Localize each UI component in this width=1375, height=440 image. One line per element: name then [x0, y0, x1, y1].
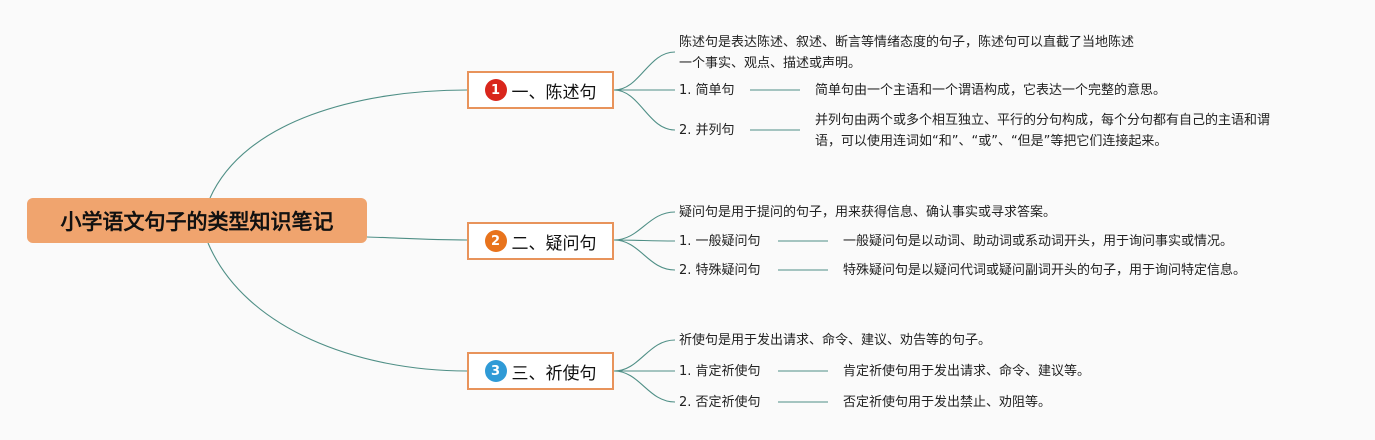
desc-line: 否定祈使句用于发出禁止、劝阻等。 [843, 395, 1052, 410]
item-label-simple[interactable]: 1. 简单句 [679, 83, 735, 98]
desc-line: 一般疑问句是以动词、助动词或系动词开头，用于询问事实或情况。 [843, 234, 1234, 249]
root-to-branch-2-line [366, 236, 468, 241]
item-label-negative-imperative[interactable]: 2. 否定祈使句 [679, 395, 761, 410]
item-desc: 特殊疑问句是以疑问代词或疑问副词开头的句子，用于询问特定信息。 [843, 260, 1246, 281]
branch-title: 二、疑问句 [511, 233, 597, 254]
intro-line: 一个事实、观点、描述或声明。 [679, 56, 862, 71]
branch-title: 三、祈使句 [511, 363, 597, 384]
root-topic[interactable]: 小学语文句子的类型知识笔记 [27, 198, 367, 243]
desc-line: 语，可以使用连词如“和”、“或”、“但是”等把它们连接起来。 [815, 134, 1168, 149]
branch-3-child-1-line [613, 339, 676, 372]
branch-2-child-3-line [613, 239, 676, 271]
item-label-affirmative-imperative[interactable]: 1. 肯定祈使句 [679, 364, 761, 379]
branch-1-child-1-line [613, 51, 676, 91]
number-2-badge-icon: 2 [484, 230, 507, 252]
intro-line: 疑问句是用于提问的句子，用来获得信息、确认事实或寻求答案。 [679, 205, 1057, 220]
branch-title: 一、陈述句 [511, 82, 597, 103]
item-label-general-question[interactable]: 1. 一般疑问句 [679, 234, 761, 249]
intro-line: 陈述句是表达陈述、叙述、断言等情绪态度的句子，陈述句可以直截了当地陈述 [679, 35, 1135, 50]
number-3-badge-icon: 3 [484, 360, 507, 382]
desc-line: 并列句由两个或多个相互独立、平行的分句构成，每个分句都有自己的主语和谓 [815, 113, 1271, 128]
root-to-branch-1-line [209, 89, 468, 199]
root-title: 小学语文句子的类型知识笔记 [60, 209, 334, 234]
item-desc: 一般疑问句是以动词、助动词或系动词开头，用于询问事实或情况。 [843, 231, 1233, 252]
desc-line: 简单句由一个主语和一个谓语构成，它表达一个完整的意思。 [815, 83, 1167, 98]
desc-line: 肯定祈使句用于发出请求、命令、建议等。 [843, 364, 1091, 379]
item-label-special-question[interactable]: 2. 特殊疑问句 [679, 263, 761, 278]
desc-line: 特殊疑问句是以疑问代词或疑问副词开头的句子，用于询问特定信息。 [843, 263, 1247, 278]
branch-1-child-3-line [613, 89, 676, 131]
item-desc: 否定祈使句用于发出禁止、劝阻等。 [843, 392, 1051, 413]
branch-2-child-1-line [613, 211, 676, 241]
branch-intro: 祈使句是用于发出请求、命令、建议、劝告等的句子。 [679, 330, 991, 351]
intro-line: 祈使句是用于发出请求、命令、建议、劝告等的句子。 [679, 333, 992, 348]
root-to-branch-3-line [207, 242, 468, 372]
branch-imperative[interactable]: 3 三、祈使句 [467, 352, 614, 390]
branch-declarative[interactable]: 1 一、陈述句 [467, 71, 614, 109]
branch-intro: 陈述句是表达陈述、叙述、断言等情绪态度的句子，陈述句可以直截了当地陈述 一个事实… [679, 32, 1134, 74]
branch-intro: 疑问句是用于提问的句子，用来获得信息、确认事实或寻求答案。 [679, 202, 1056, 223]
item-desc: 简单句由一个主语和一个谓语构成，它表达一个完整的意思。 [815, 80, 1166, 101]
item-desc: 并列句由两个或多个相互独立、平行的分句构成，每个分句都有自己的主语和谓 语，可以… [815, 110, 1270, 152]
branch-3-child-3-line [613, 370, 676, 403]
branch-interrogative[interactable]: 2 二、疑问句 [467, 222, 614, 260]
number-1-badge-icon: 1 [484, 79, 507, 101]
item-label-compound[interactable]: 2. 并列句 [679, 123, 735, 138]
item-desc: 肯定祈使句用于发出请求、命令、建议等。 [843, 361, 1090, 382]
